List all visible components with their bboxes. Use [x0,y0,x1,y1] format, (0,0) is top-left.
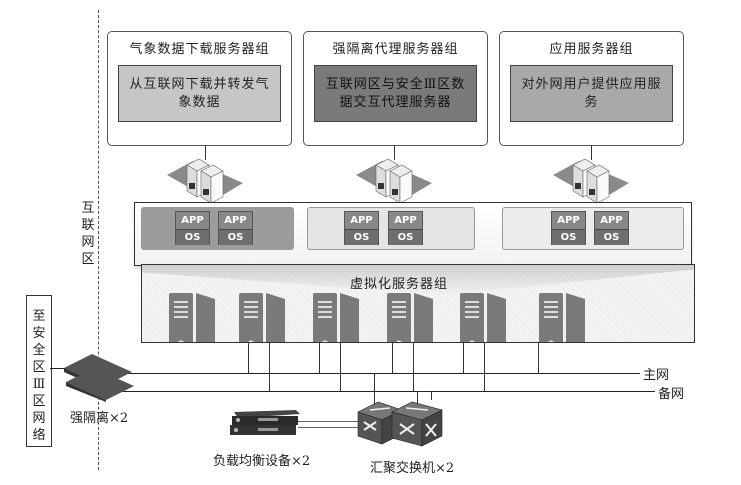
os-layer: OS [176,230,209,245]
virtualization-title: 虚拟化服务器组 [350,277,449,292]
os-layer: OS [219,230,252,245]
backup-network-line [120,391,655,392]
virtual-server-icon [239,293,287,342]
load-balancer-label: 负载均衡设备×2 [213,454,311,469]
aggregation-switch-icon [357,401,443,447]
server-network-drop [269,342,270,391]
safety-zone-box: 至安全区Ⅲ区网络 [26,295,52,447]
app-layer: APP [552,212,585,230]
virtual-server-icon [313,293,361,342]
lb-connector [298,421,362,422]
switch-uplink [431,391,432,400]
app-layer: APP [389,212,422,230]
app-layer: APP [176,212,209,230]
group-description: 从互联网下载并转发气象数据 [118,65,281,122]
server-network-drop [413,342,414,391]
switch-label: 汇聚交换机×2 [370,461,455,476]
server-network-drop [392,342,393,373]
os-layer: OS [345,230,378,245]
group-box-application: 应用服务器组 对外网用户提供应用服务 [499,31,684,146]
zone-divider-line [98,10,99,470]
load-balancer-icon [230,410,300,435]
server-network-drop [340,342,341,391]
switch-uplink [374,373,375,410]
app-layer: APP [595,212,628,230]
server-network-drop [484,342,485,391]
group-box-weather-download: 气象数据下载服务器组 从互联网下载并转发气象数据 [107,31,292,146]
app-layer: APP [219,212,252,230]
server-network-drop [248,342,249,373]
server-network-drop [319,342,320,373]
main-network-label: 主网 [643,368,670,383]
server-network-drop [538,342,539,373]
safety-zone-label: 至安全区Ⅲ区网络 [32,309,46,443]
virtual-server-icon [169,293,217,342]
connector-line [394,145,395,160]
backup-network-label: 备网 [658,387,685,402]
connector-line [205,145,206,160]
app-layer: APP [345,212,378,230]
main-network-line [120,373,640,374]
safety-zone-connector [50,368,70,369]
server-pair-icon [167,158,243,204]
os-layer: OS [389,230,422,245]
virtual-server-icon [387,293,435,342]
os-layer: OS [552,230,585,245]
group-description: 对外网用户提供应用服务 [510,65,673,122]
server-pair-icon [356,158,432,204]
group-box-isolation-proxy: 强隔离代理服务器组 互联网区与安全Ⅲ区数据交互代理服务器 [303,31,488,146]
switch-uplink [417,391,418,407]
virtualization-server-group: 虚拟化服务器组 [141,264,695,343]
server-pair-icon [553,158,629,204]
group-title: 应用服务器组 [549,42,634,57]
server-network-drop [463,342,464,373]
internet-zone-label: 互联网区 [81,201,95,267]
isolation-device-label: 强隔离×2 [70,411,129,426]
virtual-server-icon [460,293,508,342]
group-title: 气象数据下载服务器组 [129,42,270,57]
connector-line [591,145,592,160]
lb-connector [298,427,362,428]
group-description: 互联网区与安全Ⅲ区数据交互代理服务器 [314,65,477,122]
isolation-device-icon [64,354,134,402]
virtual-server-icon [539,293,587,342]
group-title: 强隔离代理服务器组 [332,42,459,57]
os-layer: OS [595,230,628,245]
